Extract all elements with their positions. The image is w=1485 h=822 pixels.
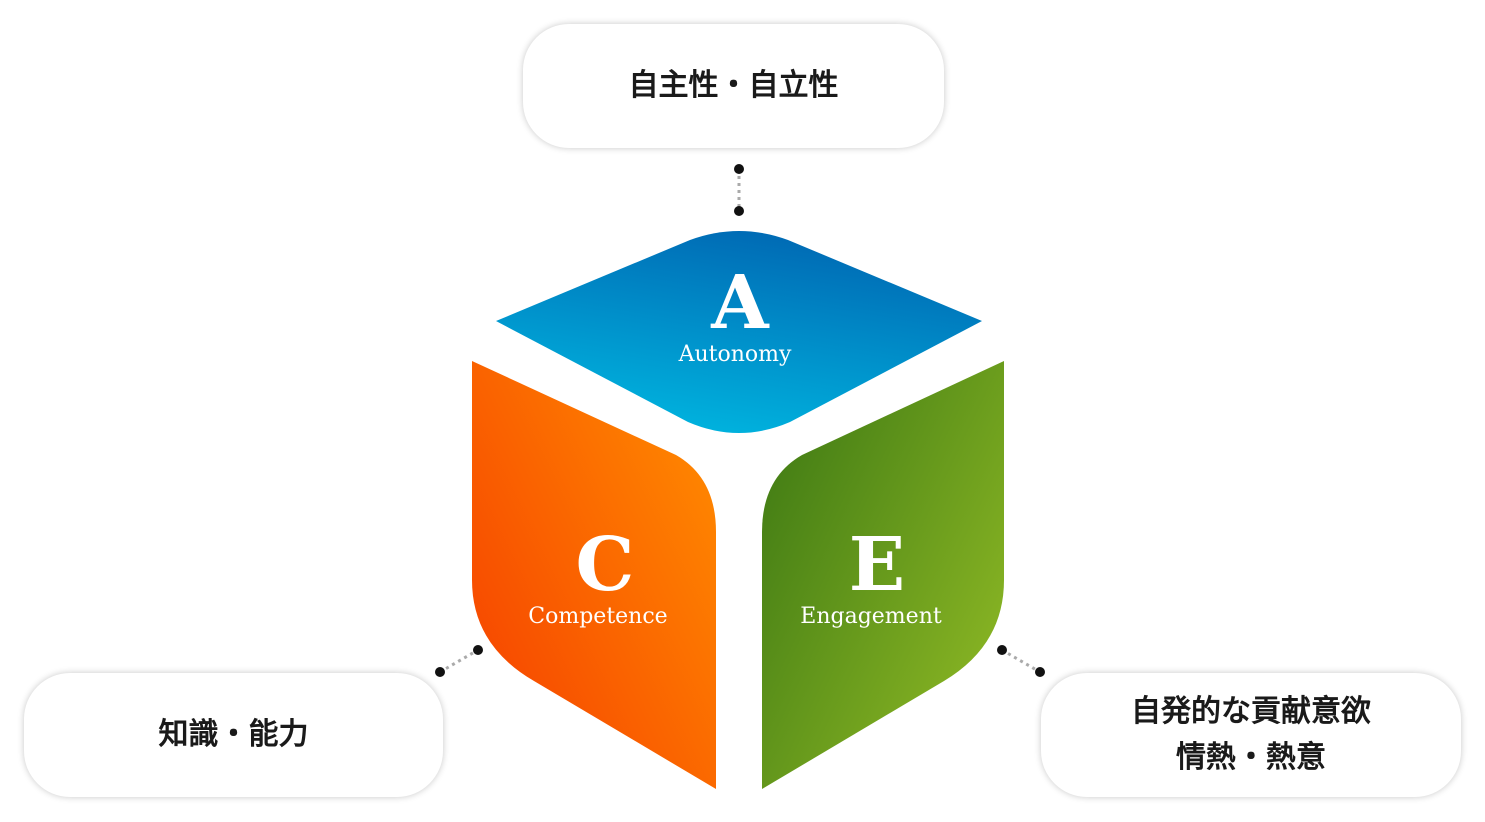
card-engagement: 自発的な貢献意欲 情熱・熱意	[1041, 673, 1461, 797]
connector-top-dot-upper	[734, 164, 744, 174]
face-engagement-letter: E	[849, 522, 905, 608]
face-autonomy-letter: A	[710, 260, 770, 346]
face-autonomy	[496, 231, 982, 433]
face-engagement-word: Engagement	[800, 604, 942, 629]
face-engagement	[762, 361, 1004, 789]
face-autonomy-word: Autonomy	[678, 342, 792, 367]
face-competence-word: Competence	[528, 604, 667, 629]
card-competence: 知識・能力	[24, 673, 443, 797]
card-autonomy-text: 自主性・自立性	[628, 68, 839, 103]
connector-right-dot-outer	[1035, 667, 1045, 677]
connector-left-dot-inner	[473, 645, 483, 655]
face-competence-letter: C	[576, 522, 635, 608]
connector-right	[1001, 648, 1041, 674]
connector-top-dot-lower	[734, 206, 744, 216]
face-competence	[472, 361, 716, 789]
card-engagement-text-line1: 自発的な貢献意欲	[1131, 694, 1371, 729]
connector-left-dot-outer	[435, 667, 445, 677]
card-autonomy: 自主性・自立性	[523, 24, 944, 148]
connector-right-dot-inner	[997, 645, 1007, 655]
card-competence-text: 知識・能力	[158, 717, 309, 752]
card-engagement-text-line2: 情熱・熱意	[1176, 740, 1326, 775]
connector-left	[439, 648, 479, 674]
